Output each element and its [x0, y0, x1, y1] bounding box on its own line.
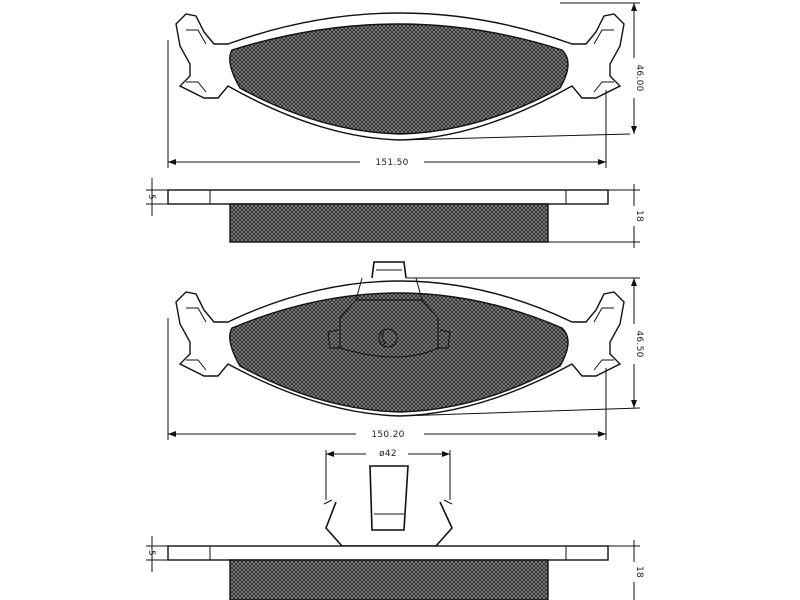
- top-pad-friction-material: [229, 23, 569, 135]
- bottom-pad-height-label: 46.50: [634, 330, 644, 357]
- clip-detail-view: ø42: [323, 446, 453, 547]
- bottom-pad-clip-spring: [327, 277, 451, 358]
- top-pad-height-label: 46.00: [634, 64, 644, 91]
- top-side-plate-thickness-label: 5: [146, 194, 156, 200]
- top-pad-side-view: 5 18: [146, 178, 644, 248]
- clip-spring-legs: [325, 501, 453, 547]
- bottom-side-total-thickness-label: 18: [634, 566, 644, 578]
- top-side-total-thickness-label: 18: [634, 210, 644, 222]
- bottom-pad-width-label: 150.20: [371, 430, 404, 440]
- bottom-pad-front-view: 150.20 46.50: [167, 261, 644, 440]
- bottom-pad-side-view: 5 18: [146, 536, 644, 600]
- bottom-side-plate-thickness-label: 5: [146, 550, 156, 556]
- bottom-pad-clip-tab: [371, 261, 407, 279]
- top-side-backing-plate: [167, 189, 609, 205]
- bottom-pad-friction-material: [229, 292, 569, 413]
- bottom-side-backing-plate: [167, 545, 609, 561]
- top-pad-width-label: 151.50: [375, 158, 408, 168]
- clip-diameter-label: ø42: [379, 449, 397, 459]
- bottom-side-friction-material: [229, 559, 549, 600]
- top-side-friction-material: [229, 203, 549, 243]
- top-pad-front-view: 151.50 46.00: [167, 2, 644, 168]
- clip-body: [369, 465, 409, 531]
